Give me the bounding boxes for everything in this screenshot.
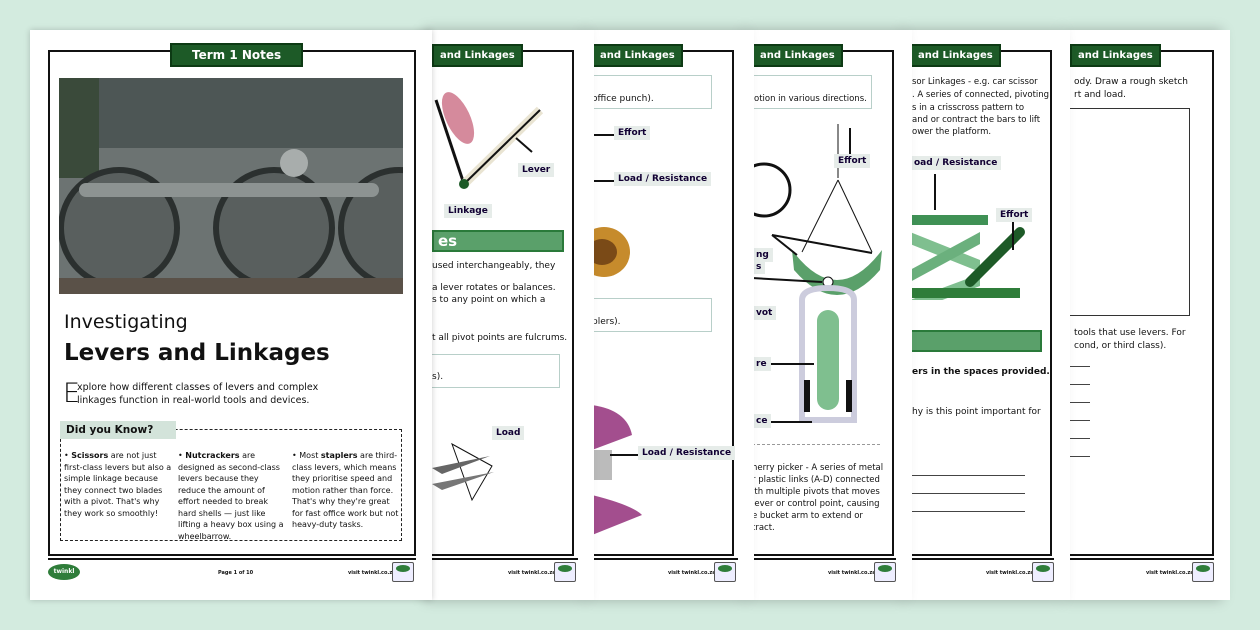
fact-nutcrackers: • Nutcrackers are designed as second-cla… [178,451,284,541]
stapler-illustration [592,405,642,535]
diagram-label: Effort [834,154,871,168]
diagram-label: Effort [996,208,1033,222]
page-number: Page 1 of 10 [218,570,254,576]
text-line: e bucket arm to extend or [752,511,863,521]
footer-url: visit twinkl.co.za [508,570,556,576]
footer-url: visit twinkl.co.za [828,570,876,576]
diagram-label: ce [752,414,772,428]
text-line: . A series of connected, pivoting [912,90,1050,100]
cover-tab: Term 1 Notes [170,43,304,67]
worksheet-page-4: and Linkages otion in various directions… [752,30,912,600]
steam-train-wheels-photo [59,78,403,294]
award-badge-icon [874,562,896,582]
worksheet-page-2: and Linkages Lever Linkage es used inter… [432,30,594,600]
diagram-label: s [752,260,766,274]
cover-title: Levers and Linkages [64,340,330,366]
page-tab: and Linkages [752,44,843,67]
text-line: rt and load. [1074,90,1126,100]
drop-cap: E [63,378,81,409]
text-line: s in a crisscross pattern to [912,103,1025,113]
arm-muscle-illustration [434,92,544,189]
cover-page: Term 1 Notes Investigating Levers and Li… [30,30,432,600]
worksheet-page-3: and Linkages office punch). Effort Load … [592,30,754,600]
text-line: ers in the spaces provided. [912,367,1050,377]
text-line: herry picker - A series of metal [752,463,884,473]
footer-url: visit twinkl.co.za [986,570,1034,576]
diagram-label: Load [492,426,525,440]
text-line: a lever rotates or balances. [432,283,556,293]
text-line: ower the platform. [912,127,992,137]
diagram-label: Effort [614,126,651,140]
text-line: sor Linkages - e.g. car scissor [912,77,1038,87]
footer-url: visit twinkl.co.za [668,570,716,576]
page-tab: and Linkages [910,44,1001,67]
diagram-label: re [752,357,771,371]
cover-subtitle: Investigating [64,311,188,333]
diagram-label: ng [752,248,773,262]
text-line: otion in various directions. [754,94,867,104]
page-tab: and Linkages [432,44,523,67]
text-line: office punch). [592,94,654,104]
diagram-label: Load / Resistance [638,446,736,460]
worksheet-page-5: and Linkages sor Linkages - e.g. car sci… [910,30,1070,600]
intro-text: linkages function in real-world tools an… [77,395,310,406]
footer-url: visit twinkl.co.za [348,570,396,576]
text-line: lever or control point, causing [752,499,880,509]
text-line: ith multiple pivots that moves [752,487,880,497]
text-line: plers). [592,317,621,327]
worksheet-page-6: and Linkages ody. Draw a rough sketch rt… [1070,30,1230,600]
twinkl-logo: twinkl [48,564,80,580]
award-badge-icon [392,562,414,582]
walnut-illustration [592,227,630,277]
text-line: s). [432,372,444,382]
sketch-box[interactable] [1070,108,1190,316]
cherry-picker-illustration [752,124,882,423]
page-tab: and Linkages [592,44,683,67]
footer-url: visit twinkl.co.za [1146,570,1194,576]
scissor-lift-illustration [910,174,1025,300]
intro-text: xplore how different classes of levers a… [77,382,319,393]
diagram-label: Linkage [444,204,492,218]
text-line: ody. Draw a rough sketch [1074,77,1189,87]
fact-scissors: • Scissors are not just first-class leve… [64,451,172,518]
scissors-illustration [432,442,494,502]
text-line: r plastic links (A-D) connected [752,475,880,485]
award-badge-icon [554,562,576,582]
text-line: hy is this point important for [912,407,1041,417]
text-line: tract. [752,523,775,533]
diagram-label: oad / Resistance [910,156,1002,170]
diagram-label: vot [752,306,777,320]
did-you-know-heading: Did you Know? [60,421,176,439]
diagram-label: Lever [518,163,555,177]
text-line: t all pivot points are fulcrums. [432,333,568,343]
diagram-label: Load / Resistance [614,172,712,186]
text-line: cond, or third class). [1074,341,1167,351]
text-line: tools that use levers. For [1074,328,1186,338]
award-badge-icon [714,562,736,582]
text-line: used interchangeably, they [432,261,556,271]
page-tab: and Linkages [1070,44,1161,67]
award-badge-icon [1192,562,1214,582]
text-line: and or contract the bars to lift [912,115,1041,125]
section-heading: es [432,230,564,252]
text-line: s to any point on which a [432,295,546,305]
fact-staplers: • Most staplers are third-class levers, … [292,451,399,529]
award-badge-icon [1032,562,1054,582]
